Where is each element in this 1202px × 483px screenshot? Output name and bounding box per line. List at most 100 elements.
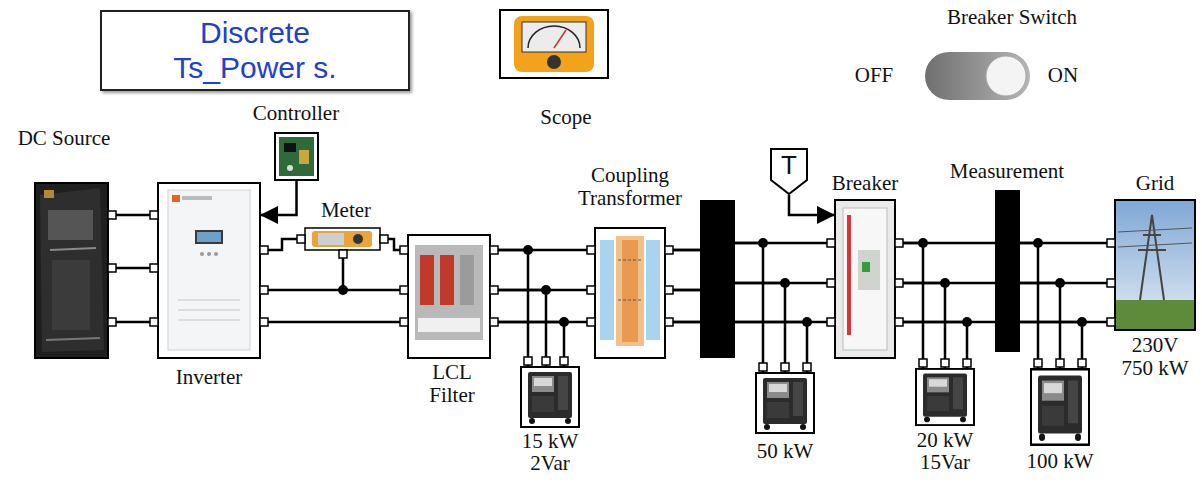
port-square [297,235,305,243]
port-square [1107,239,1115,247]
dc-source: DC Source [35,183,108,358]
transformer-picture [595,228,665,358]
port-square [380,235,388,243]
port-square [150,318,158,326]
switch-icon [925,52,1030,100]
inverter-picture [182,196,212,200]
component-label: 15 kW 2Var [518,430,582,474]
port-square [400,286,408,294]
component-label: Breaker [832,172,898,195]
tag-outline [771,149,807,194]
lcl-filter-picture [440,255,454,305]
port-square [665,318,673,326]
port-square [941,359,949,367]
lcl-filter-picture [408,235,490,358]
port-square [560,357,568,365]
component-label: Scope [540,106,591,129]
load-block: 100 kW [1030,368,1090,446]
breaker-block: Breaker [835,200,895,358]
port-square [108,318,116,326]
breaker-picture [835,200,895,358]
junction-dot [918,238,928,248]
component-label: Meter [321,199,371,222]
scope-icon [547,55,561,69]
meter-picture [305,228,380,250]
port-square [759,363,767,371]
junction-dot [758,238,768,248]
port-square [108,264,116,272]
transformer-picture [646,240,660,340]
wire-connector [789,195,835,215]
load-picture [521,367,1089,445]
controller-picture [287,165,293,171]
block-title: T [781,151,797,180]
port-square [587,286,595,294]
component-label: 20 kW 15Var [911,429,979,473]
scope-icon [528,26,580,48]
component-label: 230V 750 kW [1114,334,1196,380]
dc-source-picture [44,190,54,198]
junction-dot [1033,238,1043,248]
wire-connector [490,250,564,366]
component-label: Inverter [176,366,242,389]
measurement-bus: Measurement [995,190,1020,352]
dc-source-picture [50,248,96,250]
goto-tag: T [770,148,808,195]
junction-dot [338,285,348,295]
component-label: Measurement [950,160,1064,183]
inverter-picture [158,183,260,358]
component-label: OFF [855,64,894,87]
junction-dot [940,278,950,288]
load-picture [521,367,579,427]
inverter-picture [214,252,218,256]
port-square [108,211,116,219]
port-square [260,246,268,254]
block-title: Discrete Ts_Power s. [155,16,355,85]
port-square [490,318,498,326]
dc-source-picture [40,188,104,352]
breaker-picture [843,208,887,350]
meter-picture [305,228,380,250]
port-square [490,246,498,254]
component-label: ON [1048,64,1078,87]
transformer-picture [618,300,642,301]
port-square [963,359,971,367]
lcl-filter-picture [415,245,483,340]
component-label: Grid [1136,172,1175,195]
port-square [895,318,903,326]
grid-picture [1143,234,1161,236]
grid-picture [1116,300,1194,329]
junction-dot [780,278,790,288]
load-block: 50 kW [755,372,815,434]
controller-block: Controller [275,133,318,180]
wire-connector [260,180,297,215]
inverter-picture [195,230,223,244]
inverter-picture [178,319,240,321]
meter-picture [353,234,363,244]
lcl-filter-picture [460,255,474,305]
meter-picture [318,233,344,245]
inverter-picture [158,183,260,358]
load-picture [916,369,974,425]
transformer-picture [600,240,614,340]
grid-picture [1115,200,1195,330]
grid-picture [1140,215,1164,300]
lcl-filter-picture [420,255,434,305]
port-square [665,246,673,254]
port-square [827,279,835,287]
bus-bar [700,200,735,358]
port-square [587,246,595,254]
dc-source-picture [48,210,93,240]
junction-dot [802,317,812,327]
transformer-picture [622,240,638,342]
load-block: 15 kW 2Var [520,366,580,428]
port-square [400,246,408,254]
port-square [1107,318,1115,326]
dc-source-picture [52,260,90,330]
port-square [1034,359,1042,367]
port-square [827,318,835,326]
wire-connector [895,243,967,368]
controller-picture [275,133,318,180]
junction-dot [541,285,551,295]
port-square [150,211,158,219]
